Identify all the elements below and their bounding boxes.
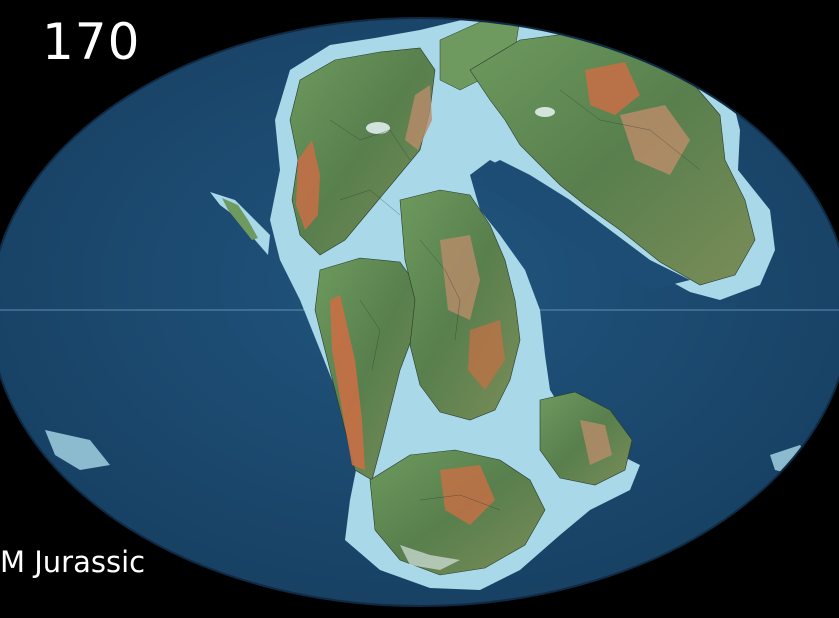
australia-highlands: [580, 420, 612, 465]
age-label: 170: [42, 13, 141, 71]
andes-mountains: [330, 295, 365, 470]
ice-patch-icon: [366, 122, 390, 134]
rocky-mountains: [296, 140, 320, 230]
cimmerian-islands-icon: [210, 192, 270, 255]
africa-east-highlands: [468, 320, 505, 390]
tethys-ocean-icon: [480, 160, 690, 290]
period-label: M Jurassic: [0, 545, 146, 579]
antarctica-ice: [400, 545, 460, 570]
africa-highlands: [440, 235, 480, 320]
appalachian-highlands: [405, 85, 432, 150]
west-islands-icon: [45, 430, 110, 470]
east-asia-highlands: [620, 105, 690, 175]
antarctica-highlands: [440, 465, 495, 525]
plate-borders: [329, 89, 701, 511]
island-land: [222, 198, 258, 240]
globe-outline: [0, 17, 839, 607]
ice-patch-icon: [535, 107, 555, 117]
central-asia-highlands: [585, 62, 640, 115]
north-america-landmass-icon: [289, 47, 436, 256]
